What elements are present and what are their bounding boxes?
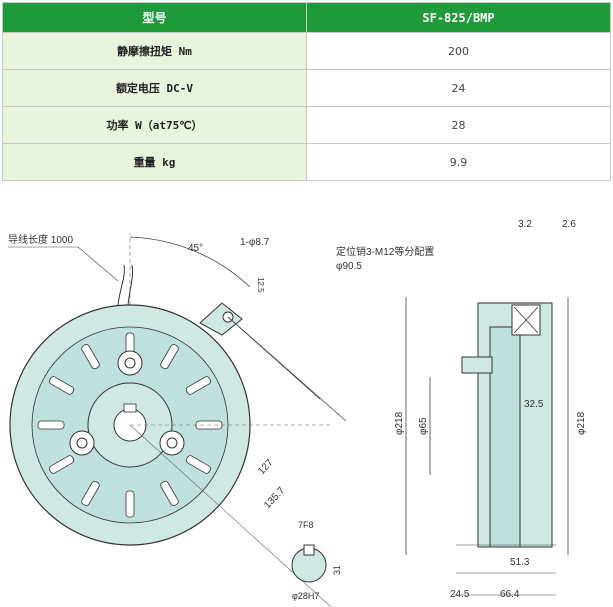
bolt-holes	[69, 350, 185, 456]
table-row: 功率 W（at75℃） 28	[2, 106, 611, 144]
r135-label: 135.7	[262, 485, 287, 511]
small-dim-label: 12.5	[256, 277, 265, 293]
row-label: 额定电压 DC-V	[2, 69, 307, 107]
row-label: 重量 kg	[2, 143, 307, 181]
table-row: 额定电压 DC-V 24	[2, 69, 611, 107]
row-value: 200	[306, 32, 611, 70]
pins-label: 定位销3-M12等分配置	[336, 245, 434, 258]
d90-label: φ90.5	[336, 261, 362, 272]
w664-label: 66.4	[500, 589, 520, 600]
w245-label: 24.5	[450, 589, 470, 600]
d218-right-label: φ218	[576, 411, 587, 435]
header-label: 型号	[2, 2, 307, 33]
row-value: 9.9	[306, 143, 611, 181]
technical-drawing: 导线长度 1000 45° 1-φ8.7 12.5 127 135.7 7F8 …	[8, 219, 587, 607]
table-row: 重量 kg 9.9	[2, 143, 611, 181]
row-value: 24	[306, 69, 611, 107]
w513-label: 51.3	[510, 557, 530, 568]
spec-table: 型号 SF-825/BMP 静摩擦扭矩 Nm 200 额定电压 DC-V 24 …	[2, 2, 611, 181]
table-row: 静摩擦扭矩 Nm 200	[2, 32, 611, 70]
lead-wire-label: 导线长度 1000	[8, 233, 73, 246]
table-header-row: 型号 SF-825/BMP	[2, 2, 611, 33]
key-width-label: 7F8	[298, 520, 314, 530]
key-detail: 7F8 31 φ28H7	[291, 520, 342, 601]
header-value: SF-825/BMP	[306, 2, 611, 33]
row-label: 静摩擦扭矩 Nm	[2, 32, 307, 70]
row-label: 功率 W（at75℃）	[2, 106, 307, 144]
d65-label: φ65	[418, 417, 429, 435]
w26-label: 2.6	[562, 219, 576, 230]
key-diameter-label: φ28H7	[292, 591, 319, 601]
side-view	[405, 297, 569, 596]
key-height-label: 31	[332, 565, 342, 575]
angle-label: 45°	[188, 243, 203, 254]
row-value: 28	[306, 106, 611, 144]
front-view	[9, 233, 347, 607]
r127-label: 127	[256, 457, 276, 477]
w325-label: 32.5	[524, 399, 544, 410]
hole-label: 1-φ8.7	[240, 237, 270, 248]
w32-label: 3.2	[518, 219, 532, 230]
d218-left-label: φ218	[394, 411, 405, 435]
